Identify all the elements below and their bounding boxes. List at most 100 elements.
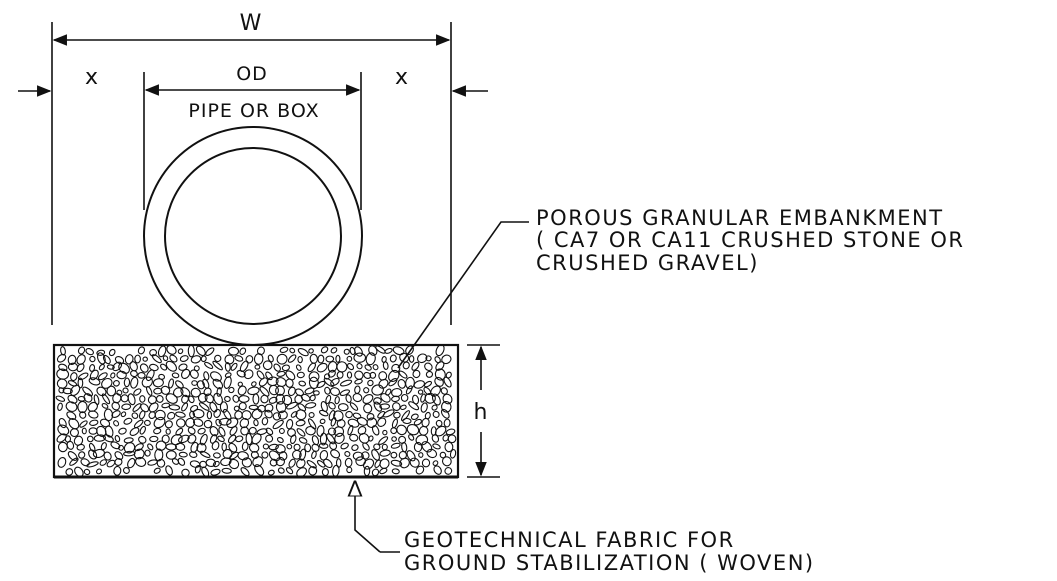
gravel-stone	[185, 417, 196, 428]
gravel-stone	[398, 450, 408, 460]
gravel-stone	[65, 401, 78, 412]
gravel-stone	[69, 457, 79, 466]
gravel-stone	[227, 346, 240, 356]
gravel-stone	[358, 432, 370, 444]
gravel-stone	[123, 377, 131, 388]
gravel-stone	[388, 377, 398, 387]
gravel-stone	[69, 428, 79, 438]
gravel-stone	[232, 394, 240, 403]
gravel-stone	[147, 443, 154, 451]
gravel-stone	[237, 385, 247, 396]
gravel-stone	[400, 393, 409, 402]
gravel-stone	[417, 389, 424, 395]
gravel-stone	[289, 347, 296, 354]
gravel-stone	[127, 457, 136, 469]
gravel-stone	[251, 408, 263, 420]
gravel-stone	[408, 401, 420, 411]
gravel-stone	[171, 372, 180, 379]
gravel-stone	[190, 355, 202, 364]
gravel-stone	[264, 409, 273, 419]
gravel-stone	[241, 457, 253, 468]
gravel-stone	[199, 450, 211, 459]
gravel-stone	[56, 433, 67, 443]
gravel-stone	[145, 369, 155, 382]
gravel-stone	[135, 456, 147, 467]
gravel-stone	[228, 458, 240, 470]
gravel-stone	[287, 386, 296, 397]
gravel-stone	[379, 467, 388, 475]
gravel-stone	[218, 426, 226, 437]
gravel-stone	[323, 458, 333, 469]
gravel-stone	[362, 394, 374, 404]
gravel-stone	[178, 451, 188, 458]
gravel-stone	[389, 354, 397, 363]
gravel-stone	[199, 433, 208, 446]
gravel-stone	[241, 410, 252, 421]
gravel-stone	[325, 355, 335, 363]
gravel-stone	[141, 376, 153, 388]
gravel-stone	[139, 425, 146, 435]
gravel-stone	[336, 419, 346, 428]
gravel-stone	[306, 460, 317, 469]
gravel-stone	[258, 377, 268, 387]
gravel-stone	[420, 402, 428, 413]
gravel-stone	[101, 402, 109, 409]
gravel-stone	[169, 354, 178, 363]
gravel-stone	[239, 360, 249, 373]
gravel-stone	[268, 450, 281, 462]
gravel-stone	[405, 385, 413, 395]
gravel-stone	[430, 385, 441, 397]
gravel-stone	[149, 435, 159, 443]
pipe-label: PIPE OR BOX	[188, 100, 319, 122]
pipe-inner-wall	[164, 147, 342, 325]
gravel-stone	[276, 436, 284, 444]
gravel-stone	[77, 377, 84, 389]
gravel-stone	[156, 458, 166, 468]
gravel-stone	[412, 369, 421, 379]
clearance-left-label: x	[85, 65, 99, 90]
gravel-stone	[329, 387, 341, 397]
gravel-stone	[138, 410, 146, 420]
gravel-stone	[424, 362, 433, 372]
gravel-stone	[120, 394, 129, 403]
gravel-stone	[330, 449, 341, 459]
gravel-stone	[262, 443, 270, 450]
gravel-stone	[192, 408, 205, 419]
gravel-stone	[305, 402, 317, 409]
fabric-note-line2: GROUND STABILIZATION ( WOVEN)	[404, 551, 815, 575]
gravel-stone	[58, 417, 67, 429]
gravel-stone	[378, 378, 389, 389]
gravel-stone	[330, 347, 338, 354]
gravel-stone	[432, 460, 439, 466]
gravel-stone	[308, 376, 319, 389]
gravel-stone	[221, 467, 232, 474]
gravel-stone	[254, 464, 265, 476]
gravel-stone	[212, 360, 223, 371]
gravel-stone	[175, 411, 186, 418]
gravel-stone	[333, 410, 344, 422]
gravel-stone	[113, 465, 122, 476]
gravel-stone	[189, 410, 196, 419]
gravel-stone	[83, 468, 91, 476]
gravel-stone	[114, 458, 123, 466]
gravel-stone	[400, 404, 407, 411]
gravel-stone	[154, 448, 164, 462]
gravel-stone	[92, 448, 105, 459]
gravel-stone	[334, 396, 340, 405]
gravel-stone	[253, 419, 259, 427]
gravel-stone	[122, 387, 129, 394]
embankment-note-line3: CRUSHED GRAVEL)	[536, 251, 759, 275]
gravel-stone	[339, 389, 351, 396]
gravel-stone	[318, 442, 329, 449]
gravel-stone	[154, 409, 166, 421]
gravel-stone	[351, 444, 359, 451]
gravel-stone	[308, 412, 315, 418]
gravel-stone	[205, 347, 215, 357]
gravel-stone	[267, 354, 274, 363]
gravel-stone	[354, 378, 363, 385]
gravel-stone	[140, 403, 150, 413]
gravel-stone	[144, 449, 151, 457]
gravel-stone	[337, 403, 349, 412]
gravel-stone	[78, 451, 86, 459]
gravel-stone	[113, 420, 120, 427]
